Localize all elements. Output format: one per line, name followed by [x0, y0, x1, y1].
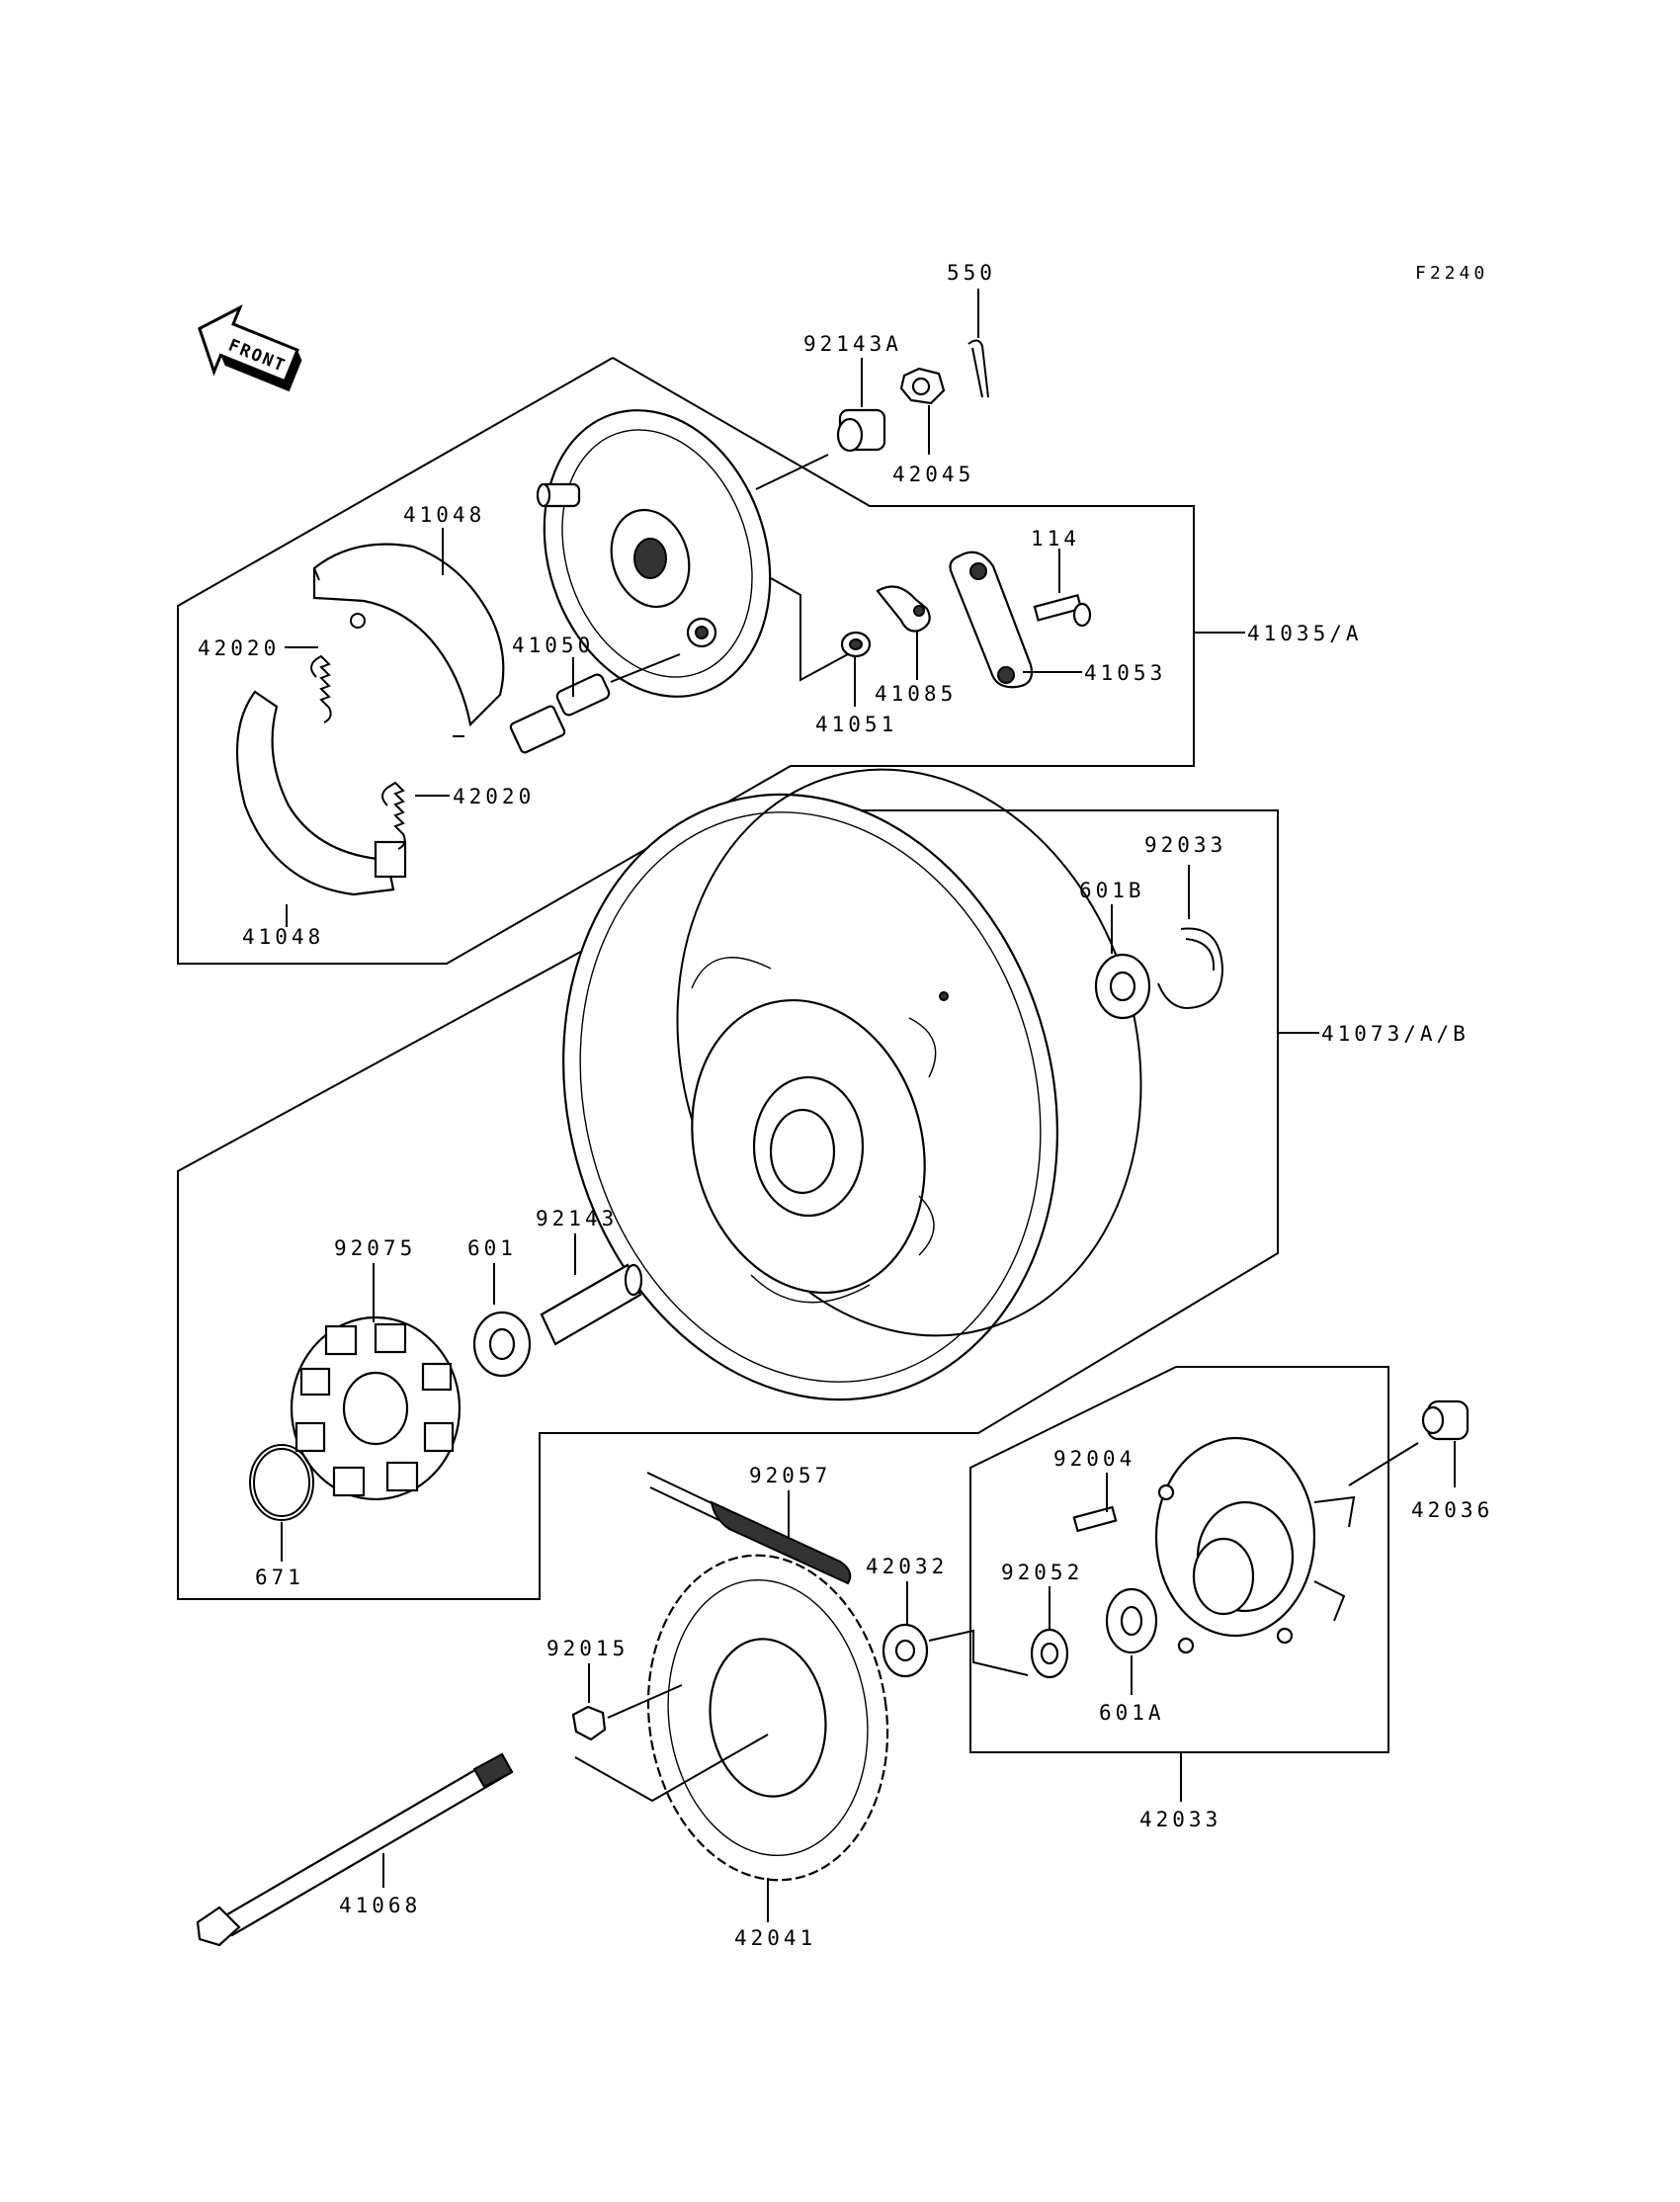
- label-601: 601: [467, 1236, 517, 1260]
- bearing-601: [472, 1311, 532, 1378]
- label-601b: 601B: [1079, 879, 1145, 902]
- wear-indicator-41085: [876, 585, 931, 633]
- collar-92052: [1030, 1628, 1069, 1679]
- bearing-601a: [1105, 1587, 1158, 1654]
- label-42020-lower: 42020: [453, 785, 535, 808]
- group-outline-wheel: [177, 809, 1279, 1600]
- collar-92143a: [836, 408, 886, 453]
- label-42020-upper: 42020: [198, 636, 280, 660]
- label-41068: 41068: [339, 1894, 421, 1917]
- label-42045: 42045: [892, 463, 974, 486]
- circlip-92033: [1157, 927, 1224, 1010]
- spring-42020-upper: [310, 613, 366, 723]
- brake-panel: [536, 409, 772, 698]
- nut-92015: [571, 1705, 607, 1741]
- axle-41068: [196, 1752, 514, 1947]
- label-601a: 601A: [1099, 1701, 1165, 1725]
- label-92004: 92004: [1053, 1447, 1135, 1471]
- rear-wheel: [562, 768, 1142, 1401]
- label-41053: 41053: [1084, 661, 1166, 685]
- nut-42045: [899, 367, 946, 405]
- label-550: 550: [947, 261, 996, 285]
- label-41048-upper: 41048: [403, 503, 485, 527]
- label-92143a: 92143A: [803, 332, 902, 356]
- group-outline-coupling: [969, 1366, 1389, 1753]
- label-92033: 92033: [1144, 833, 1226, 857]
- brake-camshaft-41050: [509, 673, 611, 754]
- label-42032: 42032: [866, 1555, 948, 1578]
- cotter-pin-550: [967, 339, 989, 398]
- label-42036: 42036: [1411, 1498, 1493, 1522]
- label-41050: 41050: [512, 634, 594, 657]
- label-41048-lower: 41048: [242, 925, 324, 949]
- label-671: 671: [255, 1566, 304, 1589]
- collar-42032: [882, 1623, 929, 1678]
- label-42041: 42041: [734, 1926, 816, 1950]
- brake-lever-41053: [949, 550, 1034, 689]
- bearing-601b: [1094, 953, 1151, 1020]
- label-41051: 41051: [815, 713, 897, 736]
- o-ring-671: [249, 1444, 314, 1521]
- label-42033: 42033: [1139, 1808, 1221, 1831]
- bolt-114: [1033, 593, 1092, 628]
- stud-92004: [1072, 1505, 1118, 1533]
- coupling-42033: [1154, 1436, 1356, 1654]
- front-arrow-icon: FRONT: [198, 304, 302, 392]
- label-92143: 92143: [536, 1207, 618, 1230]
- spring-42020-lower: [381, 781, 406, 850]
- label-41035a: 41035/A: [1247, 622, 1363, 645]
- label-92057: 92057: [749, 1464, 831, 1487]
- label-92015: 92015: [546, 1637, 629, 1660]
- group-outline-brake-panel: [177, 357, 1195, 965]
- label-41085: 41085: [875, 682, 957, 706]
- seal-41051: [840, 631, 872, 658]
- collar-92143: [540, 1263, 643, 1346]
- brake-shoe-41048-lower: [235, 690, 407, 896]
- label-92075: 92075: [334, 1236, 416, 1260]
- label-92052: 92052: [1001, 1561, 1083, 1584]
- collar-42036: [1421, 1399, 1470, 1441]
- label-41073ab: 41073/A/B: [1321, 1022, 1470, 1046]
- sprocket-42041: [646, 1554, 889, 1882]
- hub-damper-92075: [290, 1315, 462, 1501]
- brake-shoe-41048-upper: [312, 543, 505, 737]
- label-114: 114: [1031, 527, 1080, 550]
- drive-chain-92057: [646, 1472, 852, 1585]
- figure-code: F2240: [1415, 263, 1488, 284]
